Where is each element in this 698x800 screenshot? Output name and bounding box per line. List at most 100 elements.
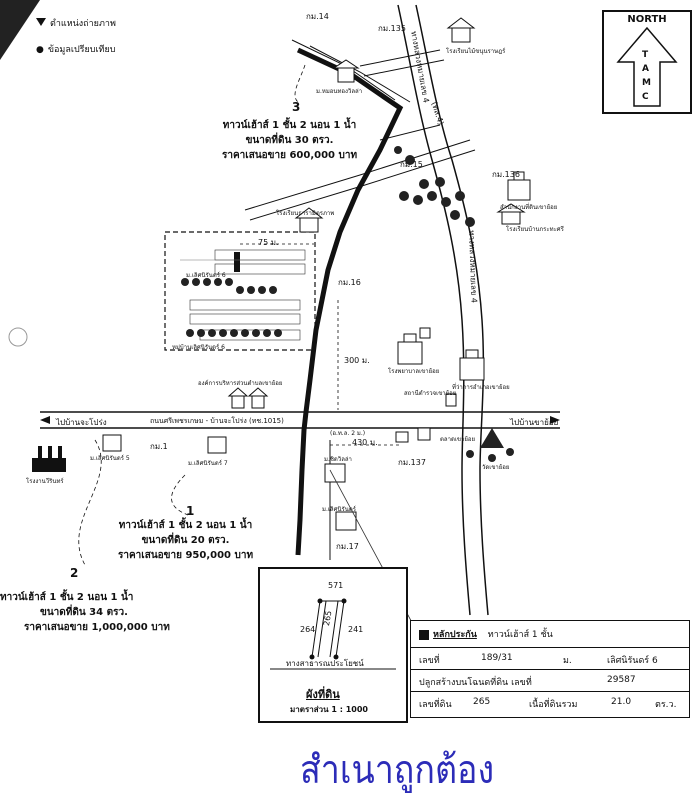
main-road-label: ถนนศรีเพชรเกษม - บ้านจะโปร่ง (ทช.1015) xyxy=(150,417,284,425)
tamc-letter-t: T xyxy=(642,50,649,60)
village-label: ม. xyxy=(563,656,572,666)
diagonal-road-5 xyxy=(379,124,441,141)
temple-icon xyxy=(466,428,514,462)
collateral-heading-row: หลักประกัน ทาวน์เฮ้าส์ 1 ชั้น xyxy=(419,627,553,641)
km16-label: กม.16 xyxy=(338,278,361,287)
collateral-row-deed: ปลูกสร้างบนโฉนดที่ดิน เลขที่ 29587 xyxy=(411,669,689,692)
collateral-row-address: เลขที่ 189/31 ม. เลิศนิรันดร์ 6 xyxy=(411,647,689,670)
leader-3 xyxy=(294,64,306,103)
area-label: เนื้อที่ดินรวม xyxy=(529,700,578,710)
legend-compare-text: ข้อมูลเปรียบเทียบ xyxy=(47,45,116,55)
collateral-marker xyxy=(419,629,429,640)
distance-75: 75 ม. xyxy=(258,238,279,247)
plot-right-no: 241 xyxy=(348,625,364,634)
plot-left-no: 264 xyxy=(300,625,316,634)
estate-label: หมู่บ้านเลิศนิรันดร์ 6 xyxy=(172,344,225,351)
legend-photo: ตำแหน่งถ่ายภาพ xyxy=(36,16,116,30)
to-japrong-label: ไปบ้านจะโปร่ง xyxy=(56,418,107,427)
side-road-b xyxy=(309,45,411,103)
plot-top-no: 571 xyxy=(328,581,344,590)
village5-label: ม.เลิศนิรันดร์ xyxy=(322,506,356,513)
collateral-heading: หลักประกัน xyxy=(433,630,477,640)
land-no-value: 265 xyxy=(473,697,491,707)
listing-1-area: ขนาดที่ดิน 20 ตรว. xyxy=(141,535,230,546)
village-value: เลิศนิรันดร์ 6 xyxy=(607,656,658,666)
village1-label: ม.เลิศนิรันดร์ 6 xyxy=(186,272,226,279)
route-line xyxy=(295,47,404,556)
km15-label: กม.15 xyxy=(400,160,423,169)
certified-copy-stamp: สำเนาถูกต้อง xyxy=(300,747,495,794)
tamc-letter-m: M xyxy=(642,78,651,88)
listing-2-block: ทาวน์เฮ้าส์ 1 ชั้น 2 นอน 1 น้ำ ขนาดที่ดิ… xyxy=(0,590,170,635)
deed-value: 29587 xyxy=(607,675,636,685)
listing-3-area: ขนาดที่ดิน 30 ตรว. xyxy=(245,135,334,146)
listing-2-area: ขนาดที่ดิน 34 ตรว. xyxy=(40,607,128,618)
plot-title: ผังที่ดิน xyxy=(306,688,340,701)
diagonal-road-2 xyxy=(249,149,476,221)
diagonal-road-1 xyxy=(244,139,471,211)
listing-3-price: ราคาเสนอขาย 600,000 บาท xyxy=(222,150,358,161)
listing-2-price: ราคาเสนอขาย 1,000,000 บาท xyxy=(24,622,170,633)
collateral-row-area: เลขที่ดิน 265 เนื้อที่ดินรวม 21.0 ตร.ว. xyxy=(411,691,689,714)
temple-label: วัดเขาย้อย xyxy=(482,464,510,471)
to-lamchakai-label: ไปบ้านขาย้อย xyxy=(510,418,559,427)
trees-cluster xyxy=(394,146,475,227)
listing-3-block: ทาวน์เฮ้าส์ 1 ชั้น 2 นอน 1 น้ำ ขนาดที่ดิ… xyxy=(222,118,357,163)
listing-3-number: 3 xyxy=(292,100,301,114)
arrow-left xyxy=(40,416,50,424)
leader-1 xyxy=(171,474,189,516)
house-no-value: 189/31 xyxy=(481,653,513,663)
distance-300: 300 ม. xyxy=(344,356,370,365)
legend-photo-icon xyxy=(36,18,46,26)
deed-label: ปลูกสร้างบนโฉนดที่ดิน เลขที่ xyxy=(419,678,532,688)
distance-430: 430 ม. xyxy=(352,438,378,447)
north-title: NORTH xyxy=(627,14,667,25)
hospital-label: โรงพยาบาลเขาย้อย xyxy=(388,368,440,375)
arrow-right xyxy=(550,416,560,424)
leader-2 xyxy=(78,439,102,566)
listing-2-number: 2 xyxy=(70,566,79,580)
km14-label: กม.14 xyxy=(306,12,329,21)
legend-photo-text: ตำแหน่งถ่ายภาพ xyxy=(50,19,116,29)
land-office-label: สำนักงานที่ดินเขาย้อย xyxy=(500,204,558,211)
school-top-label: โรงเรียนไม้ขนุนราษฎร์ xyxy=(446,48,506,55)
school-mid-label: โรงเรียนธารามิตรภาพ xyxy=(276,210,335,217)
plot-scale: มาตราส่วน 1 : 1000 xyxy=(290,705,368,714)
estate-boundary xyxy=(164,231,316,351)
land-no-label: เลขที่ดิน xyxy=(419,700,452,710)
km17-label: กม.17 xyxy=(336,542,359,551)
school-right-label: โรงเรียนบ้านกระทะศรี xyxy=(506,226,564,233)
factory-icon xyxy=(32,446,66,472)
plot-diagram: 571 264 265 241 ทางสาธารณประโยชน์ ผังที่… xyxy=(258,567,408,723)
estate-trees xyxy=(181,278,282,337)
village2-label: ม.เลิศนิรันดร์ 7 xyxy=(188,460,228,467)
village3-label: ม.เลิศนิรันดร์ 5 xyxy=(90,455,130,462)
highway-4-left xyxy=(397,4,471,616)
listing-1-type: ทาวน์เฮ้าส์ 1 ชั้น 2 นอน 1 น้ำ xyxy=(118,520,253,531)
scan-shadow xyxy=(0,0,40,60)
plot-road: ทางสาธารณประโยชน์ xyxy=(286,659,364,668)
listing-1-block: ทาวน์เฮ้าส์ 1 ชั้น 2 นอน 1 น้ำ ขนาดที่ดิ… xyxy=(118,518,253,563)
pit-road-label: (อ.ท.ล. 2 ม.) xyxy=(330,430,366,437)
listing-1-number: 1 xyxy=(186,504,195,518)
agency-label: องค์การบริหารส่วนตำบลเขาย้อย xyxy=(198,380,283,387)
listing-3-type: ทาวน์เฮ้าส์ 1 ชั้น 2 นอน 1 น้ำ xyxy=(222,120,357,131)
house-no-label: เลขที่ xyxy=(419,656,440,666)
legend-compare: ●ข้อมูลเปรียบเทียบ xyxy=(36,42,115,56)
km1-label: กม.1 xyxy=(150,442,168,451)
plot-shape xyxy=(270,598,396,670)
police-label: สถานีตำรวจเขาย้อย xyxy=(404,390,457,397)
subject-unit xyxy=(234,252,240,272)
village4-label: ม.ชิดวิลล่า xyxy=(324,456,352,463)
punch-hole xyxy=(8,327,28,347)
hwy-label-lower: ทางหลวงหมายเลข 4 xyxy=(467,230,479,304)
north-arrow-icon xyxy=(616,26,678,107)
area-unit: ตร.ว. xyxy=(655,700,677,710)
km135-label: กม.135 xyxy=(378,24,406,33)
district-label: ที่ว่าการอำเภอเขาย้อย xyxy=(452,384,510,391)
collateral-type: ทาวน์เฮ้าส์ 1 ชั้น xyxy=(487,630,553,640)
diagonal-road-3 xyxy=(359,49,441,67)
tamc-letter-c: C xyxy=(642,92,649,102)
building-icons xyxy=(102,17,531,531)
